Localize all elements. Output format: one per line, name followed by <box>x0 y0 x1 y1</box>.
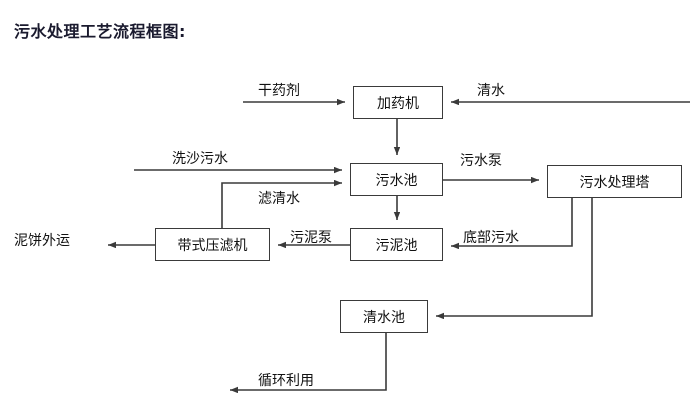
node-label: 加药机 <box>377 95 419 112</box>
edge-label-sand-wash-water: 洗沙污水 <box>172 151 228 167</box>
node-treatment-tower[interactable]: 污水处理塔 <box>547 165 682 198</box>
page-title: 污水处理工艺流程框图: <box>14 22 186 41</box>
node-belt-filter-press[interactable]: 带式压滤机 <box>155 228 270 261</box>
node-label: 污水处理塔 <box>579 174 650 191</box>
edge-label-sludge-pump: 污泥泵 <box>290 230 332 246</box>
edge-label-recycling: 循环利用 <box>258 373 314 389</box>
node-clear-water-pool[interactable]: 清水池 <box>340 300 428 333</box>
node-sludge-pool[interactable]: 污泥池 <box>350 228 443 261</box>
edge-label-wastewater-pump: 污水泵 <box>460 153 502 169</box>
node-label: 污水池 <box>375 172 418 189</box>
edge-label-bottom-wastewater: 底部污水 <box>463 230 519 246</box>
node-wastewater-pool[interactable]: 污水池 <box>350 163 443 196</box>
node-dosing-machine[interactable]: 加药机 <box>353 86 443 119</box>
edge-tower-to-clear-water-pool <box>436 198 593 320</box>
edge-label-filtered-water: 滤清水 <box>258 191 300 207</box>
edge-clear-water-to-recycling <box>230 333 387 394</box>
edge-label-clean-water: 清水 <box>477 83 505 99</box>
node-label: 污泥池 <box>375 237 418 254</box>
edge-tower-to-sludge-pool <box>451 198 573 250</box>
edge-filtered-to-wastewater-pool <box>221 179 342 228</box>
node-label: 带式压滤机 <box>177 237 248 254</box>
edge-label-dry-chemical: 干药剂 <box>258 83 300 99</box>
node-label: 清水池 <box>363 309 405 326</box>
terminal-mud-cake-export: 泥饼外运 <box>14 233 70 249</box>
